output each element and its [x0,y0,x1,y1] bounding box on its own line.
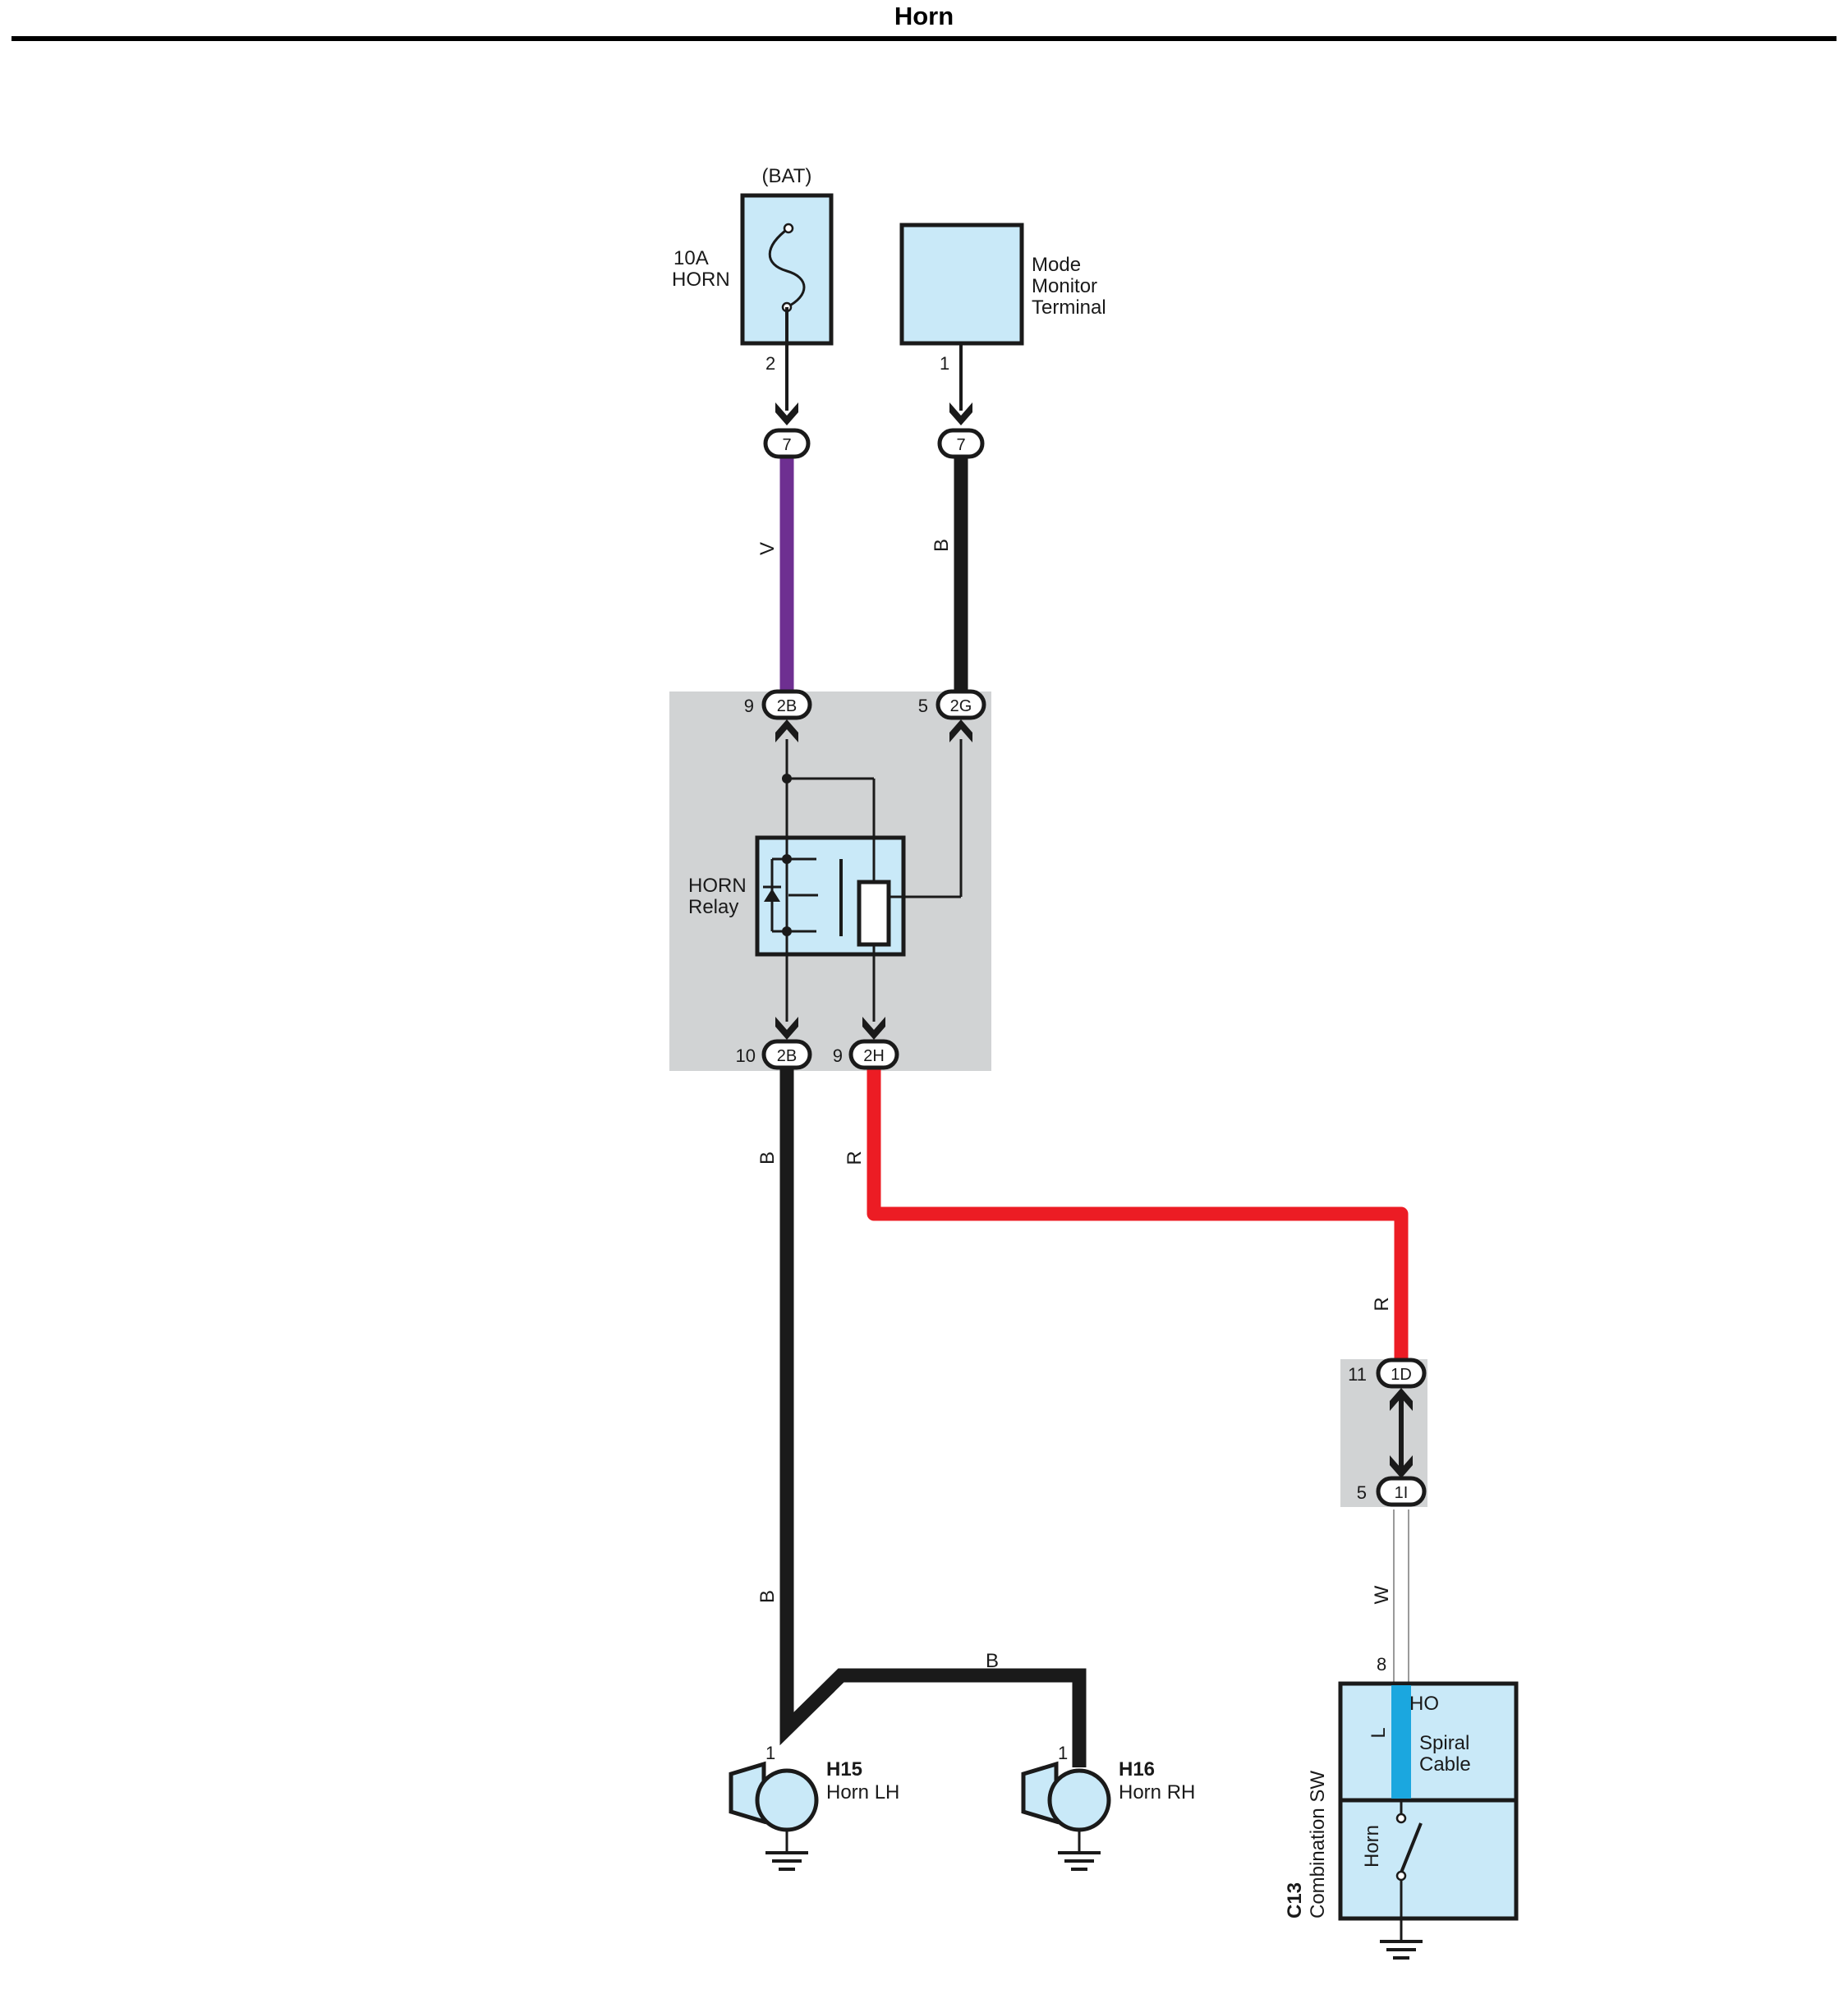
spiral-cable-label-1: Spiral [1419,1732,1469,1754]
horn-lh-name: Horn LH [826,1781,899,1804]
svg-text:9: 9 [833,1045,843,1066]
relay-label-1: HORN [688,875,747,897]
wire-label-white: W [1371,1585,1393,1604]
connector-mode-out: 7 [937,428,985,459]
relay-label-2: Relay [688,896,738,918]
fuse-supply-label: (BAT) [762,165,812,187]
combination-sw-code: C13 [1284,1882,1306,1918]
ground-icon [1378,1917,1424,1960]
horn-lh-icon [729,1761,819,1832]
svg-text:1D: 1D [1391,1366,1412,1384]
svg-text:7: 7 [782,436,791,454]
horn-rh-code: H16 [1119,1758,1155,1781]
junction-dot [782,774,792,783]
spiral-cable-wire [1391,1685,1411,1799]
svg-text:5: 5 [918,696,928,716]
relay-icon [755,739,963,1022]
switch-icon [1395,1799,1423,1918]
svg-text:5: 5 [1357,1482,1367,1503]
horn-lh-pin: 1 [765,1743,775,1763]
mode-monitor-pin: 1 [940,353,949,374]
connector-junction-bottom: 1I 5 [1357,1476,1427,1507]
horn-rh-pin: 1 [1058,1743,1068,1763]
combination-sw-pin: 8 [1377,1654,1386,1675]
switch-horn-label: Horn [1361,1825,1383,1868]
connector-relay-out-right: 2H 9 [833,1039,899,1070]
wire-red [867,1068,1409,1360]
wire-label-black-link: B [986,1650,999,1672]
wire-label-black-horn: B [756,1151,779,1165]
connector-junction-top: 1D 11 [1348,1358,1427,1389]
fuse-pin: 2 [765,353,775,374]
svg-text:9: 9 [744,696,754,716]
connector-relay-in-left: 2B 9 [744,689,812,720]
mode-monitor-label-3: Terminal [1032,296,1106,319]
svg-text:1I: 1I [1395,1484,1409,1502]
wire-label-red: R [844,1151,866,1165]
diode-icon [763,857,787,933]
spiral-cable-wire-label: L [1368,1727,1390,1738]
ground-icon [764,1828,810,1871]
wire-label-black-horn-lower: B [756,1590,779,1603]
svg-text:2H: 2H [863,1047,885,1065]
connector-relay-out-left: 2B 10 [736,1039,812,1070]
mode-monitor-label-2: Monitor [1032,275,1097,297]
svg-text:2B: 2B [777,697,797,715]
horn-lh-code: H15 [826,1758,862,1781]
wire-black-horn [779,1068,1087,1767]
svg-text:7: 7 [956,436,965,454]
page-header: Horn [0,0,1848,49]
spiral-cable-label-2: Cable [1419,1753,1471,1776]
header-rule [11,36,1837,41]
fuse-name: HORN [672,269,730,291]
combination-sw-name: Combination SW [1307,1771,1329,1918]
combination-sw-terminal: HO [1409,1693,1439,1715]
fuse-rating: 10A [673,247,709,269]
svg-text:2G: 2G [950,697,972,715]
horn-rh-name: Horn RH [1119,1781,1195,1804]
connector-fuse-out: 7 [763,428,811,459]
wire-label-red-lower: R [1371,1297,1393,1311]
ground-icon [1056,1828,1102,1871]
horn-rh-icon [1021,1761,1111,1832]
svg-text:11: 11 [1348,1364,1367,1385]
fuse-icon [768,223,806,313]
page-title: Horn [894,2,954,30]
wire-label-violet: V [756,542,779,555]
svg-text:2B: 2B [777,1047,797,1065]
mode-monitor-label-1: Mode [1032,254,1081,276]
wire-label-black-mode: B [931,539,953,552]
connector-relay-in-right: 2G 5 [918,689,986,720]
mode-monitor-box [899,223,1024,346]
svg-text:10: 10 [736,1045,756,1066]
